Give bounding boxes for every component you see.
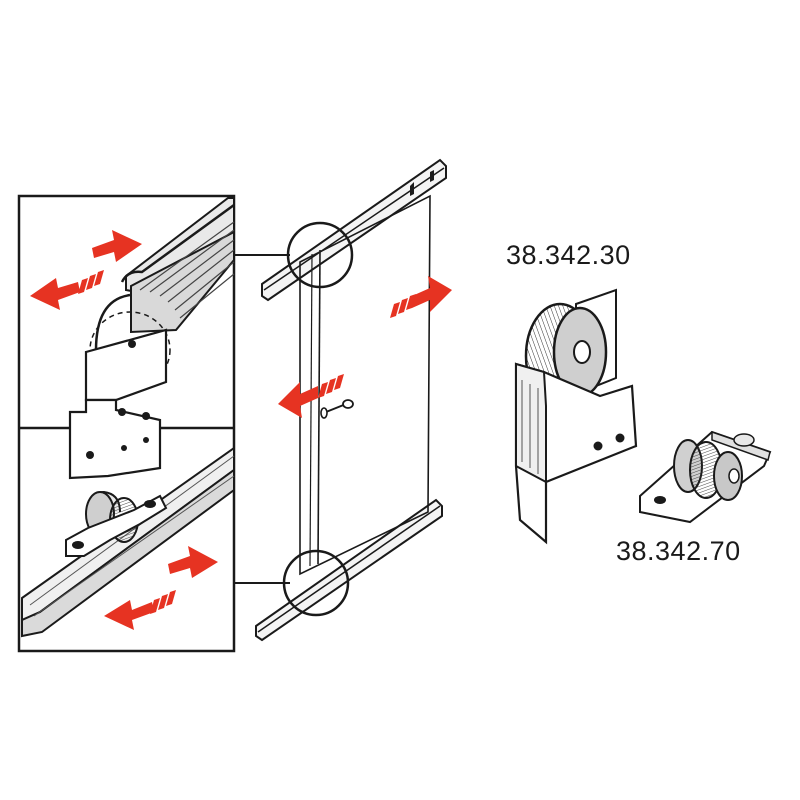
callout-leader-lines [234,254,290,584]
left-direction-arrow-icon [278,374,344,418]
sliding-door-assembly [255,158,452,642]
double-headed-arrow-icon [104,546,218,630]
magnifier-circle-icon [282,549,350,617]
bottom-guide-part [639,430,772,524]
top-track-detail [68,197,235,480]
bottom-guide-part-code: 38.342.70 [616,536,741,566]
right-direction-arrow-icon [390,276,452,318]
top-roller-part [514,288,638,545]
detail-panel [17,194,236,653]
top-roller-part-code: 38.342.30 [506,240,631,270]
bottom-track-detail [21,446,235,638]
magnifier-circle-icon [286,221,354,289]
double-headed-arrow-icon [30,230,142,310]
